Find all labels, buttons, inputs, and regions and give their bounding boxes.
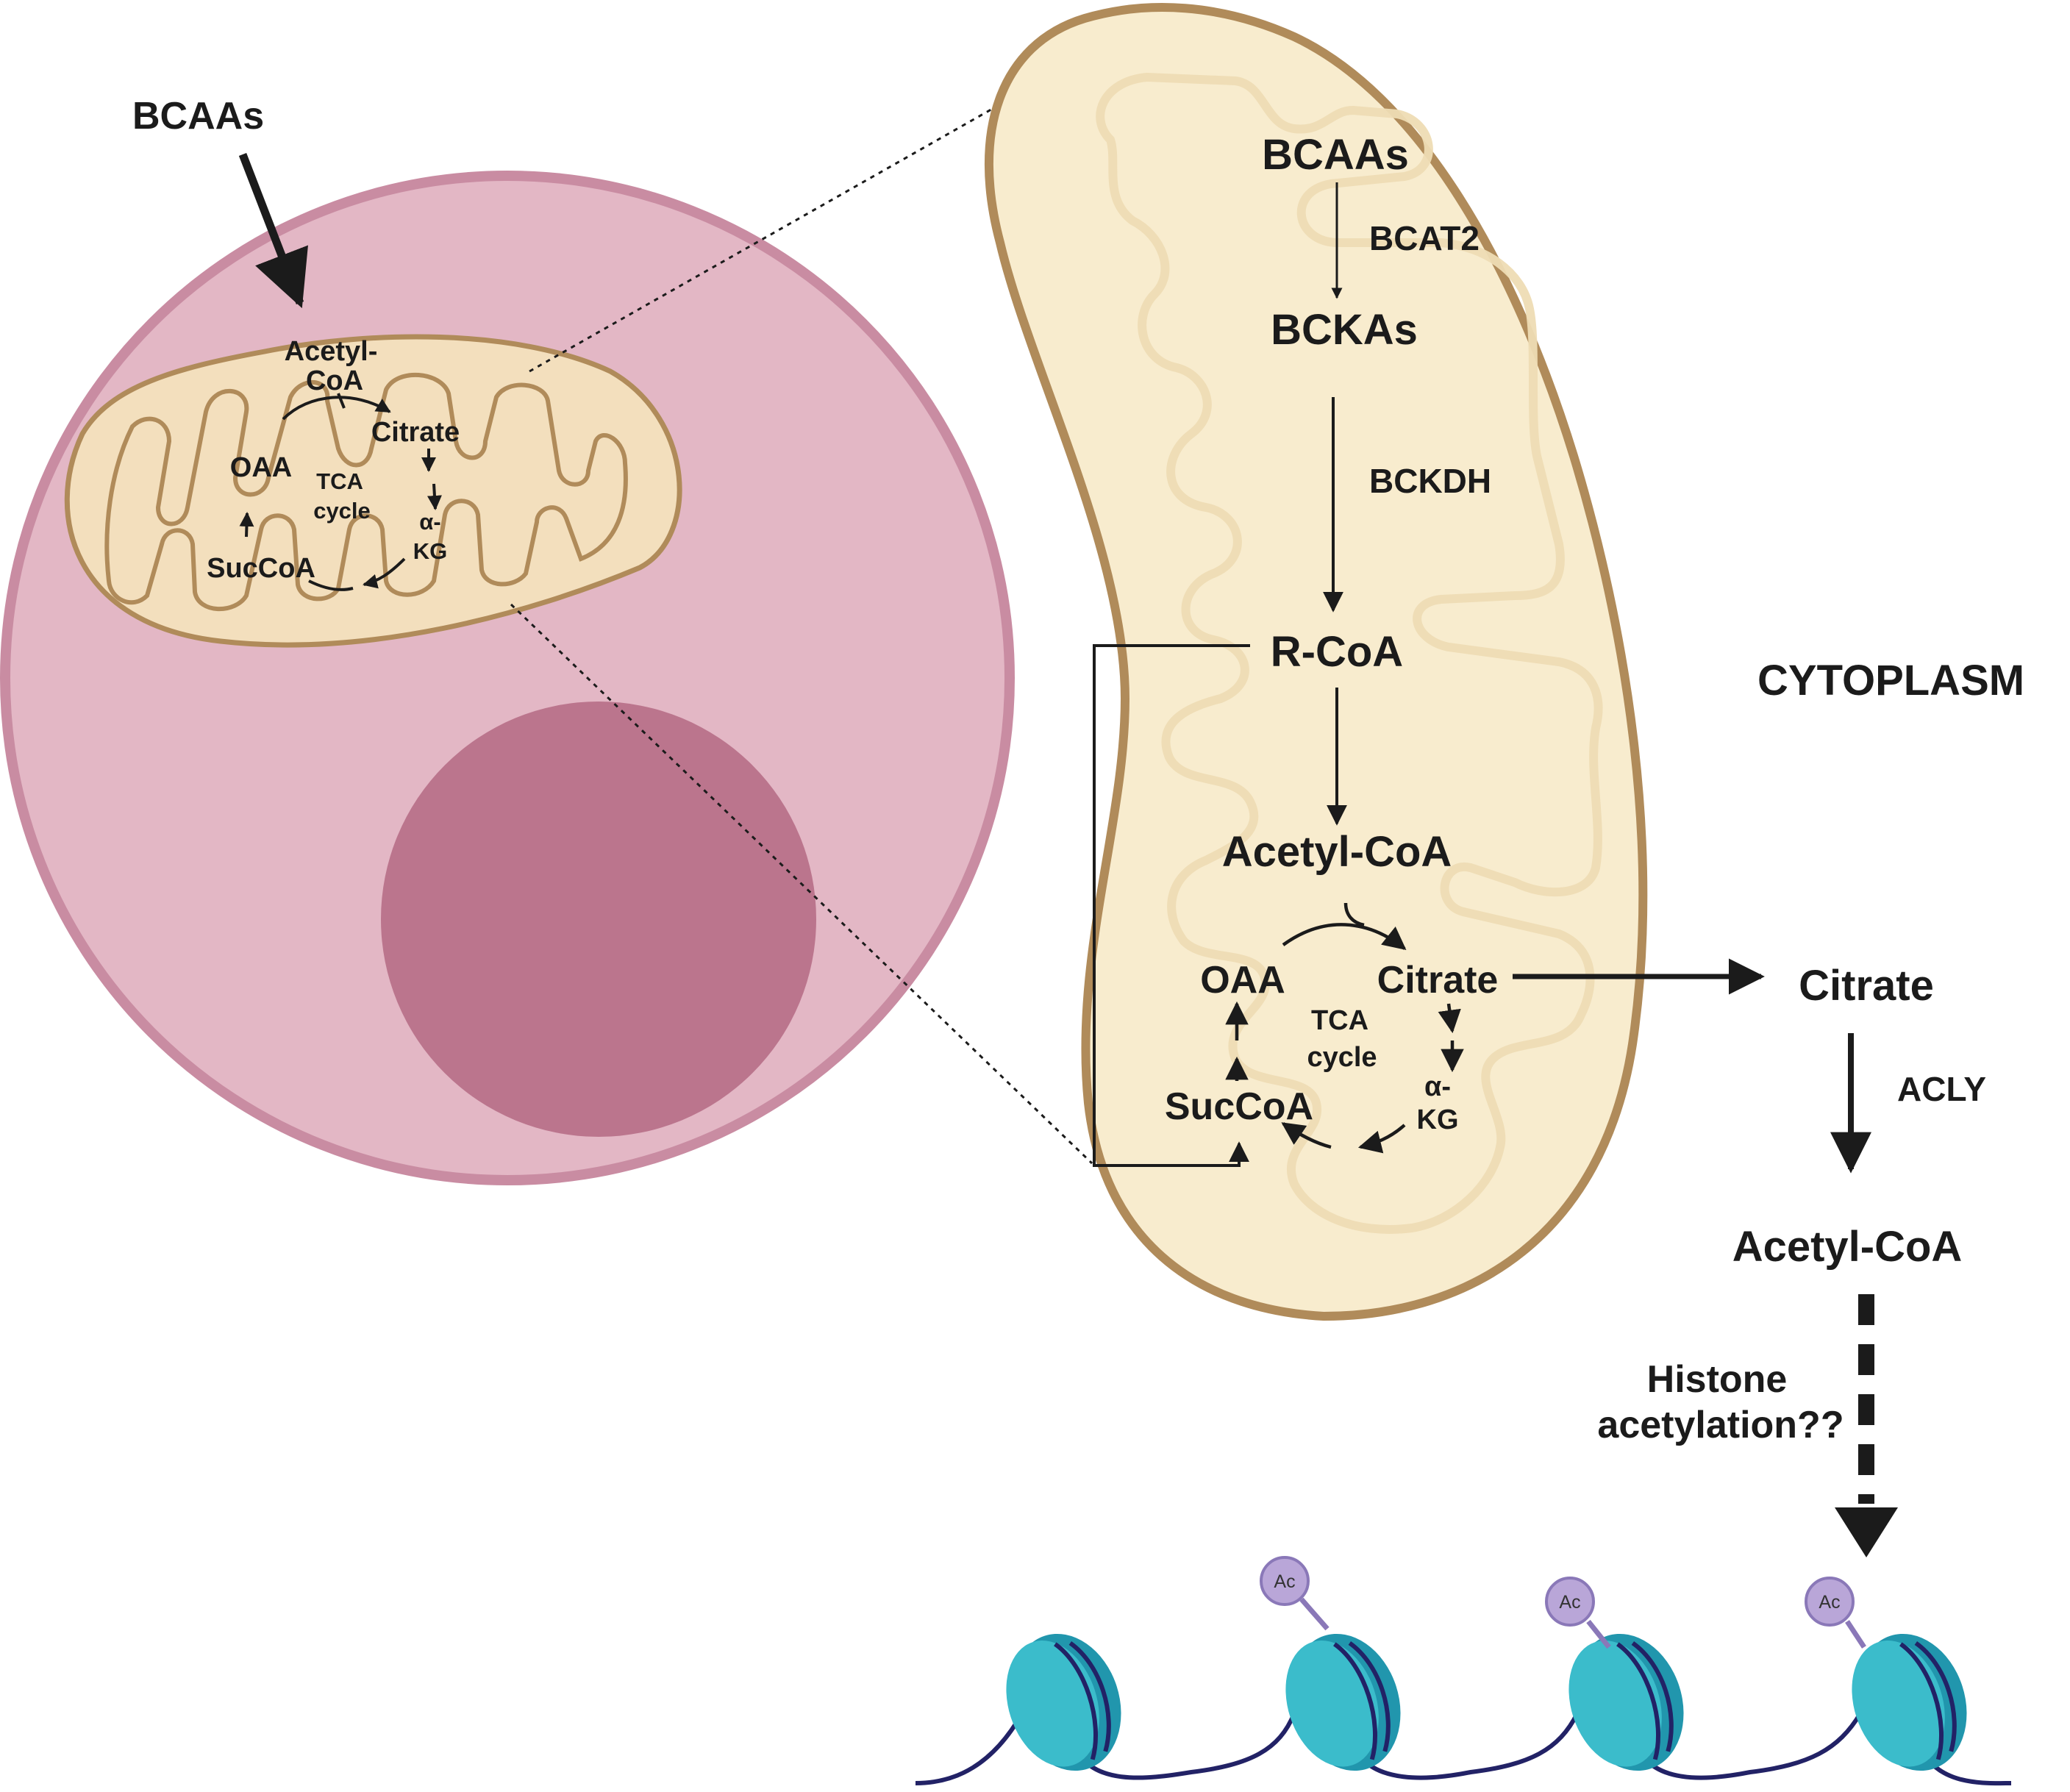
zoom-line-top [529,90,1023,373]
bckdh-enzyme-label: BCKDH [1369,462,1491,500]
zoom-akg-label-1: α- [1424,1071,1451,1102]
small-oaa-label: OAA [230,452,292,483]
acetyl-tag-icon-2: Ac [1545,1577,1611,1649]
small-tca-label-1: TCA [316,468,363,494]
zoom-bcaas-label: BCAAs [1262,131,1409,179]
small-akg-label-1: α- [419,509,440,535]
small-akg-label-2: KG [413,538,448,564]
cell-input-label: BCAAs [132,95,264,138]
bcaa-entry-arrow [238,153,308,309]
rcoa-to-succoa-bracket [1093,644,1250,1167]
small-tca-label-2: cycle [313,498,371,524]
nucleosome-icon-3 [1568,1633,1684,1771]
zoom-citrate-label: Citrate [1377,959,1499,1002]
cytoplasm-title: CYTOPLASM [1757,657,2024,704]
acetyl-tag-label-2: Ac [1559,1592,1580,1613]
zoom-oaa-label: OAA [1200,959,1285,1002]
zoom-akg-label-2: KG [1417,1104,1459,1135]
cell-icon [0,171,1015,1185]
zoom-bckas-label: BCKAs [1271,306,1418,354]
small-tca-arrows [239,393,442,591]
small-acetylcoa-label-2: CoA [306,365,363,396]
acly-enzyme-label: ACLY [1897,1070,1986,1108]
zoom-rcoa-label: R-CoA [1271,628,1403,676]
acetyl-tag-label-1: Ac [1274,1571,1295,1592]
question-label-2: acetylation?? [1597,1404,1844,1446]
cyto-citrate-label: Citrate [1799,962,1934,1010]
zoom-line-bottom [510,603,1093,1165]
acetyl-tag-label-3: Ac [1819,1592,1840,1613]
small-citrate-label: Citrate [371,417,460,448]
small-mitochondrion-icon [64,334,682,648]
nucleus-icon [381,702,816,1137]
dashed-arrow-head [1835,1507,1898,1557]
question-label-1: Histone [1647,1358,1788,1401]
zoom-tca-label-2: cycle [1307,1042,1377,1073]
zoom-succoa-label: SucCoA [1165,1085,1313,1128]
zoom-tca-arrows [1225,902,1464,1154]
bcat2-enzyme-label: BCAT2 [1369,219,1480,257]
small-acetylcoa-label-1: Acetyl- [285,336,378,367]
nucleosome-icon-4 [1852,1633,1967,1771]
acetyl-tag-icon-3: Ac [1805,1577,1866,1649]
nucleosome-icon-2 [1285,1633,1401,1771]
nucleosome-icon-1 [1006,1633,1121,1771]
cyto-acetylcoa-label: Acetyl-CoA [1732,1223,1963,1271]
acetyl-tag-icon-1: Ac [1260,1556,1330,1631]
small-succoa-label: SucCoA [207,553,315,584]
zoom-acetylcoa-label: Acetyl-CoA [1222,828,1452,876]
zoom-tca-label-1: TCA [1311,1005,1368,1036]
large-mitochondrion-icon [984,3,1648,1321]
